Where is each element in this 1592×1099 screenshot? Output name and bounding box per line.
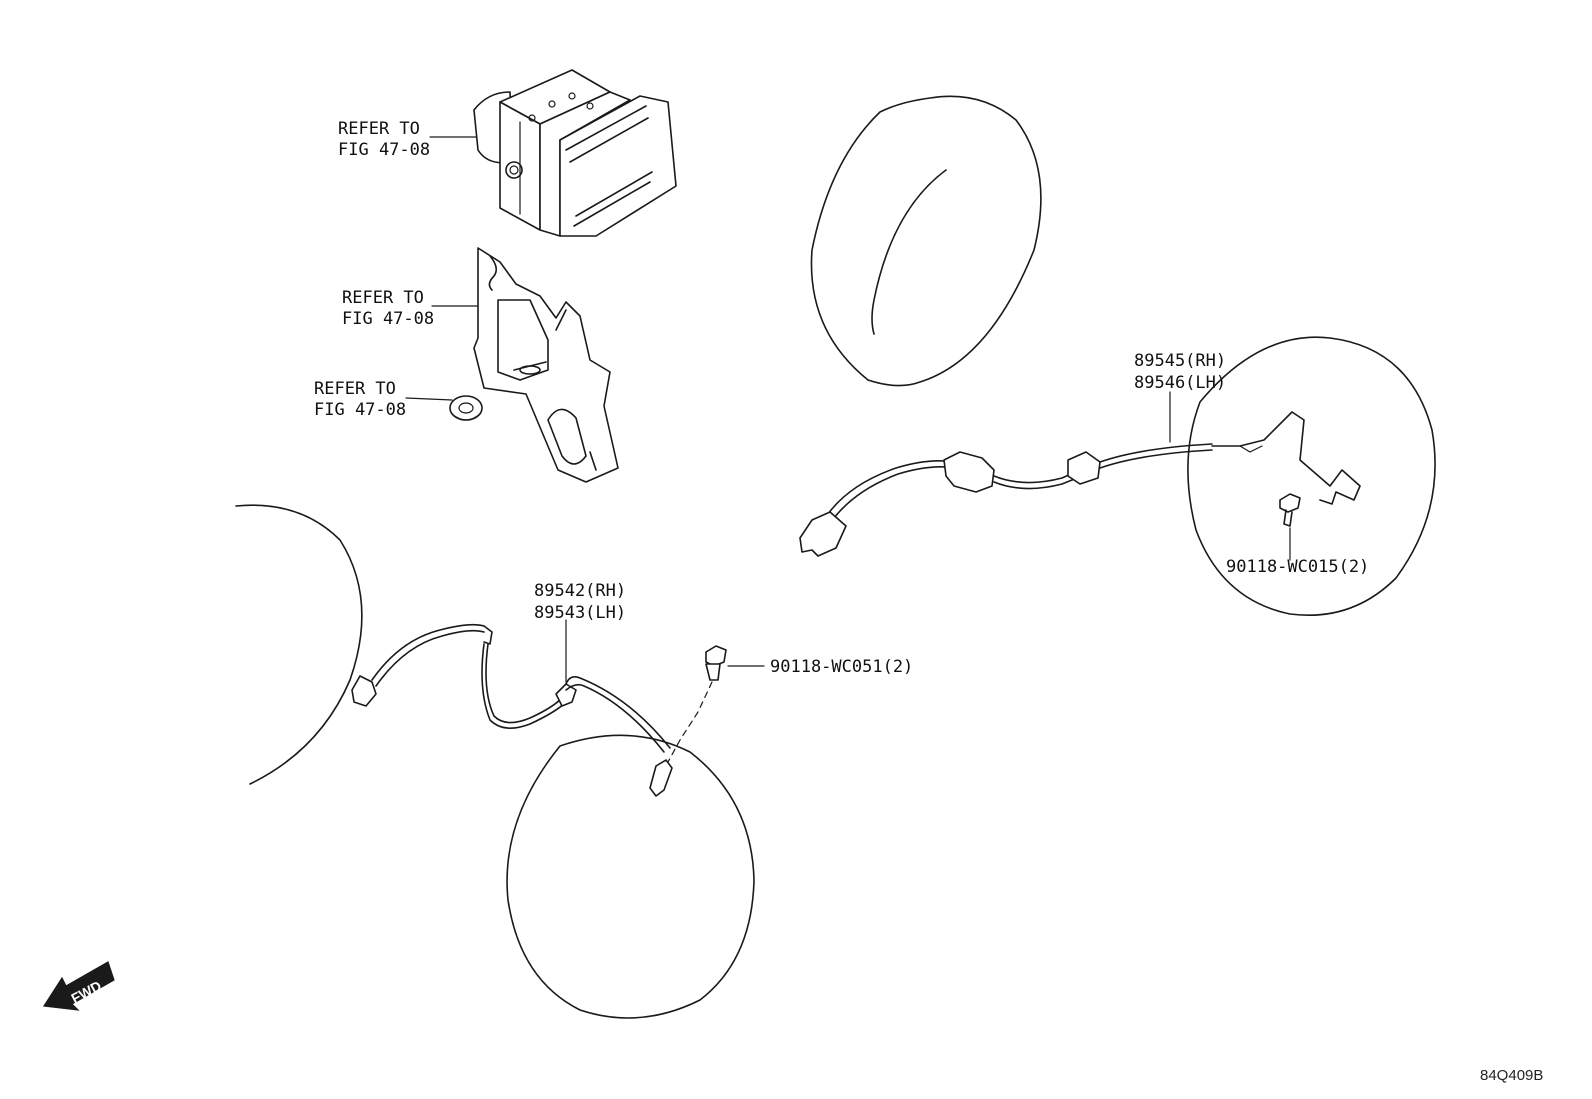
part-label-front-bolt[interactable]: 90118-WC051(2) <box>770 657 913 677</box>
rear-speed-sensor-illustration <box>799 411 1361 557</box>
part-label-rear-sensor-rh[interactable]: 89545(RH) <box>1134 351 1226 371</box>
tire-rear-left-illustration <box>810 95 1042 387</box>
leader-line <box>405 397 453 401</box>
tire-front-left-illustration <box>235 504 363 785</box>
forward-direction-arrow: FWD <box>42 961 115 1011</box>
tire-rear-right-illustration <box>1187 336 1436 616</box>
part-label-front-sensor-rh[interactable]: 89542(RH) <box>534 581 626 601</box>
abs-bracket-illustration <box>473 247 619 483</box>
reference-label-actuator-line2: FIG 47-08 <box>338 140 430 160</box>
part-label-rear-sensor-lh[interactable]: 89546(LH) <box>1134 373 1226 393</box>
diagram-id-label: 84Q409B <box>1480 1067 1543 1084</box>
front-bolt-illustration <box>667 645 727 763</box>
reference-label-bracket-line1: REFER TO <box>342 288 424 308</box>
part-label-front-sensor-lh[interactable]: 89543(LH) <box>534 603 626 623</box>
abs-actuator-illustration <box>473 69 677 237</box>
reference-label-bracket-line2: FIG 47-08 <box>342 309 434 329</box>
tire-front-right-illustration <box>506 734 755 1019</box>
reference-label-actuator-line1: REFER TO <box>338 119 420 139</box>
grommet-illustration <box>449 395 483 421</box>
rear-bolt-illustration <box>1279 493 1301 527</box>
part-label-rear-bolt[interactable]: 90118-WC015(2) <box>1226 557 1369 577</box>
reference-label-grommet-line2: FIG 47-08 <box>314 400 406 420</box>
reference-label-grommet-line1: REFER TO <box>314 379 396 399</box>
front-speed-sensor-illustration <box>351 623 673 797</box>
